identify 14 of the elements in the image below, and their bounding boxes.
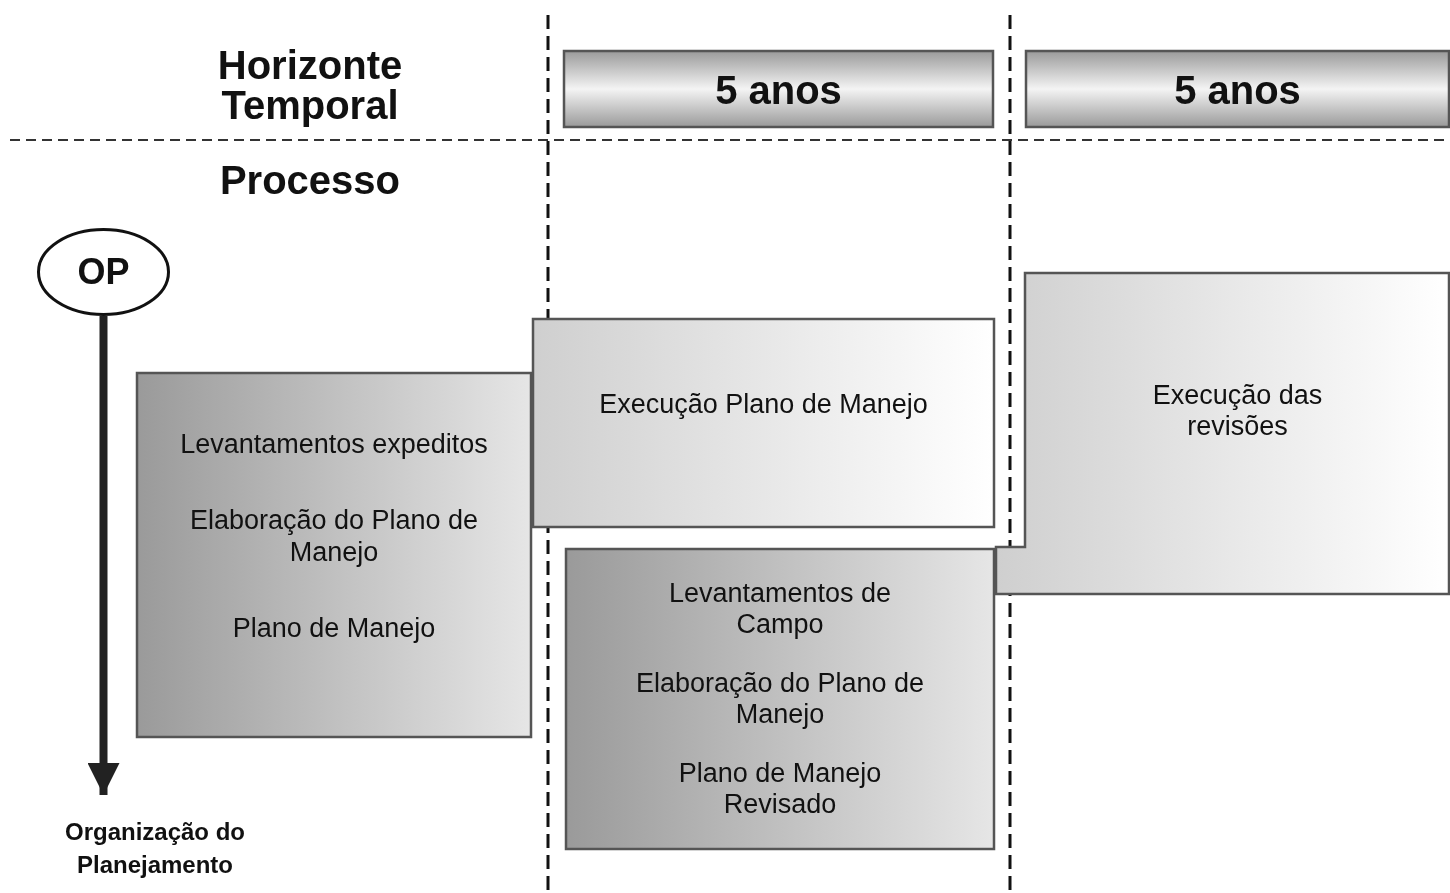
phase-text: Levantamentos de Campo — [667, 578, 893, 640]
axis-label: Organização do Planejamento — [63, 817, 246, 880]
period-label: 5 anos — [715, 70, 842, 110]
row-heading: Processo — [218, 160, 402, 200]
phase-text: Plano de Manejo — [232, 612, 436, 644]
phase-text: Plano de Manejo Revisado — [677, 758, 883, 820]
row-heading: Horizonte Temporal — [216, 45, 404, 125]
circle-label: OP — [77, 254, 130, 290]
phase-text: Execução Plano de Manejo — [599, 388, 928, 420]
period-label: 5 anos — [1174, 70, 1301, 110]
phase-text: Levantamentos expeditos — [180, 428, 488, 460]
phase-text: Elaboração do Plano de Manejo — [188, 504, 480, 568]
phase-text: Execução das revisões — [1152, 380, 1323, 442]
phase-text: Elaboração do Plano de Manejo — [634, 668, 926, 730]
